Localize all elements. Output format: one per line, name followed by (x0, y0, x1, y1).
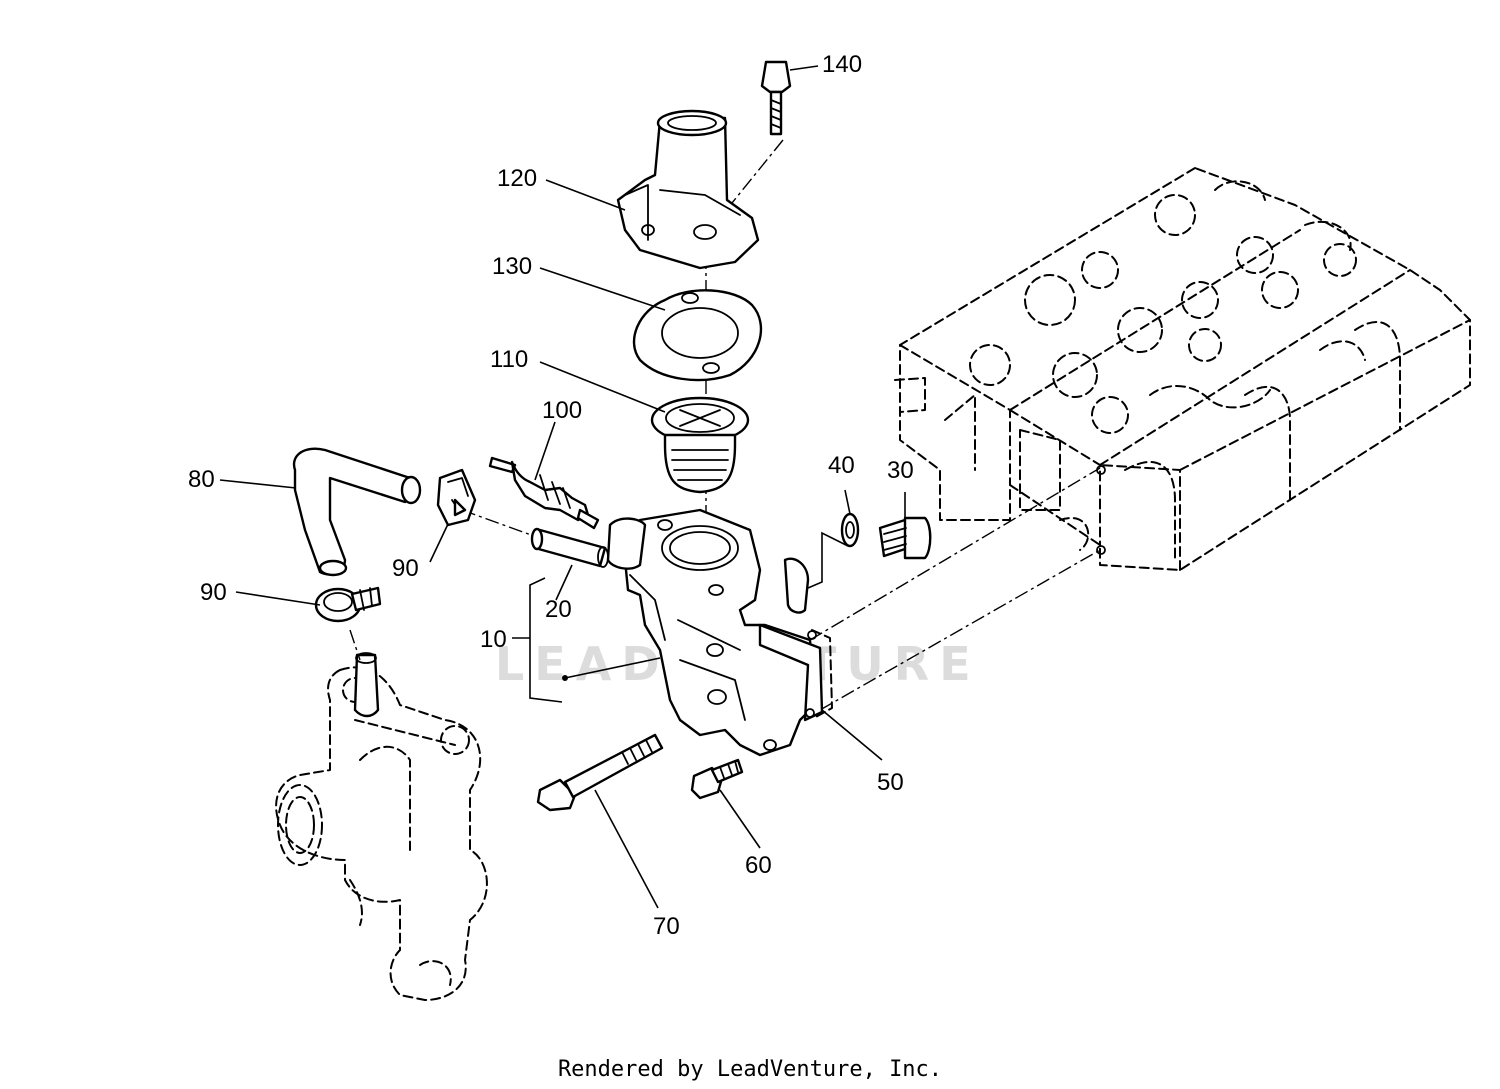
part-110-thermostat (650, 396, 750, 494)
part-50-gasket (805, 629, 833, 719)
callout-110: 110 (490, 346, 528, 373)
callout-leaders (219, 65, 906, 909)
part-100-temp-sensor (488, 456, 600, 530)
callout-100: 100 (542, 397, 582, 424)
part-40-washer (840, 512, 860, 548)
part-120-thermostat-cover (616, 109, 760, 270)
callout-70: 70 (653, 913, 680, 940)
callout-120: 120 (497, 165, 537, 192)
part-80-hose (292, 447, 422, 577)
part-30-plug (878, 516, 932, 560)
part-90-upper-clamp (436, 468, 477, 527)
callout-90-lower: 90 (200, 579, 227, 606)
callout-140: 140 (822, 51, 862, 78)
callout-40: 40 (828, 452, 855, 479)
part-10-thermostat-housing (606, 508, 824, 757)
part-140-bolt (760, 60, 792, 136)
callout-20: 20 (545, 596, 572, 623)
part-60-plug-bolt (690, 758, 744, 800)
callout-10: 10 (480, 626, 507, 653)
callout-80: 80 (188, 466, 215, 493)
part-130-gasket (632, 289, 763, 382)
footer-credit: Rendered by LeadVenture, Inc. (558, 1057, 942, 1082)
callout-60: 60 (745, 852, 772, 879)
callout-130: 130 (492, 253, 532, 280)
callout-labels: 140 120 130 110 100 80 90 90 20 10 40 30… (188, 51, 914, 940)
callout-90-upper: 90 (392, 555, 419, 582)
engine-block-illustration (894, 167, 1471, 571)
part-70-long-bolt (536, 733, 664, 812)
callout-50: 50 (877, 769, 904, 796)
callout-30: 30 (887, 457, 914, 484)
part-90-lower-clamp (314, 586, 382, 623)
water-pump-illustration (275, 652, 488, 1001)
part-20-pipe (530, 527, 609, 568)
